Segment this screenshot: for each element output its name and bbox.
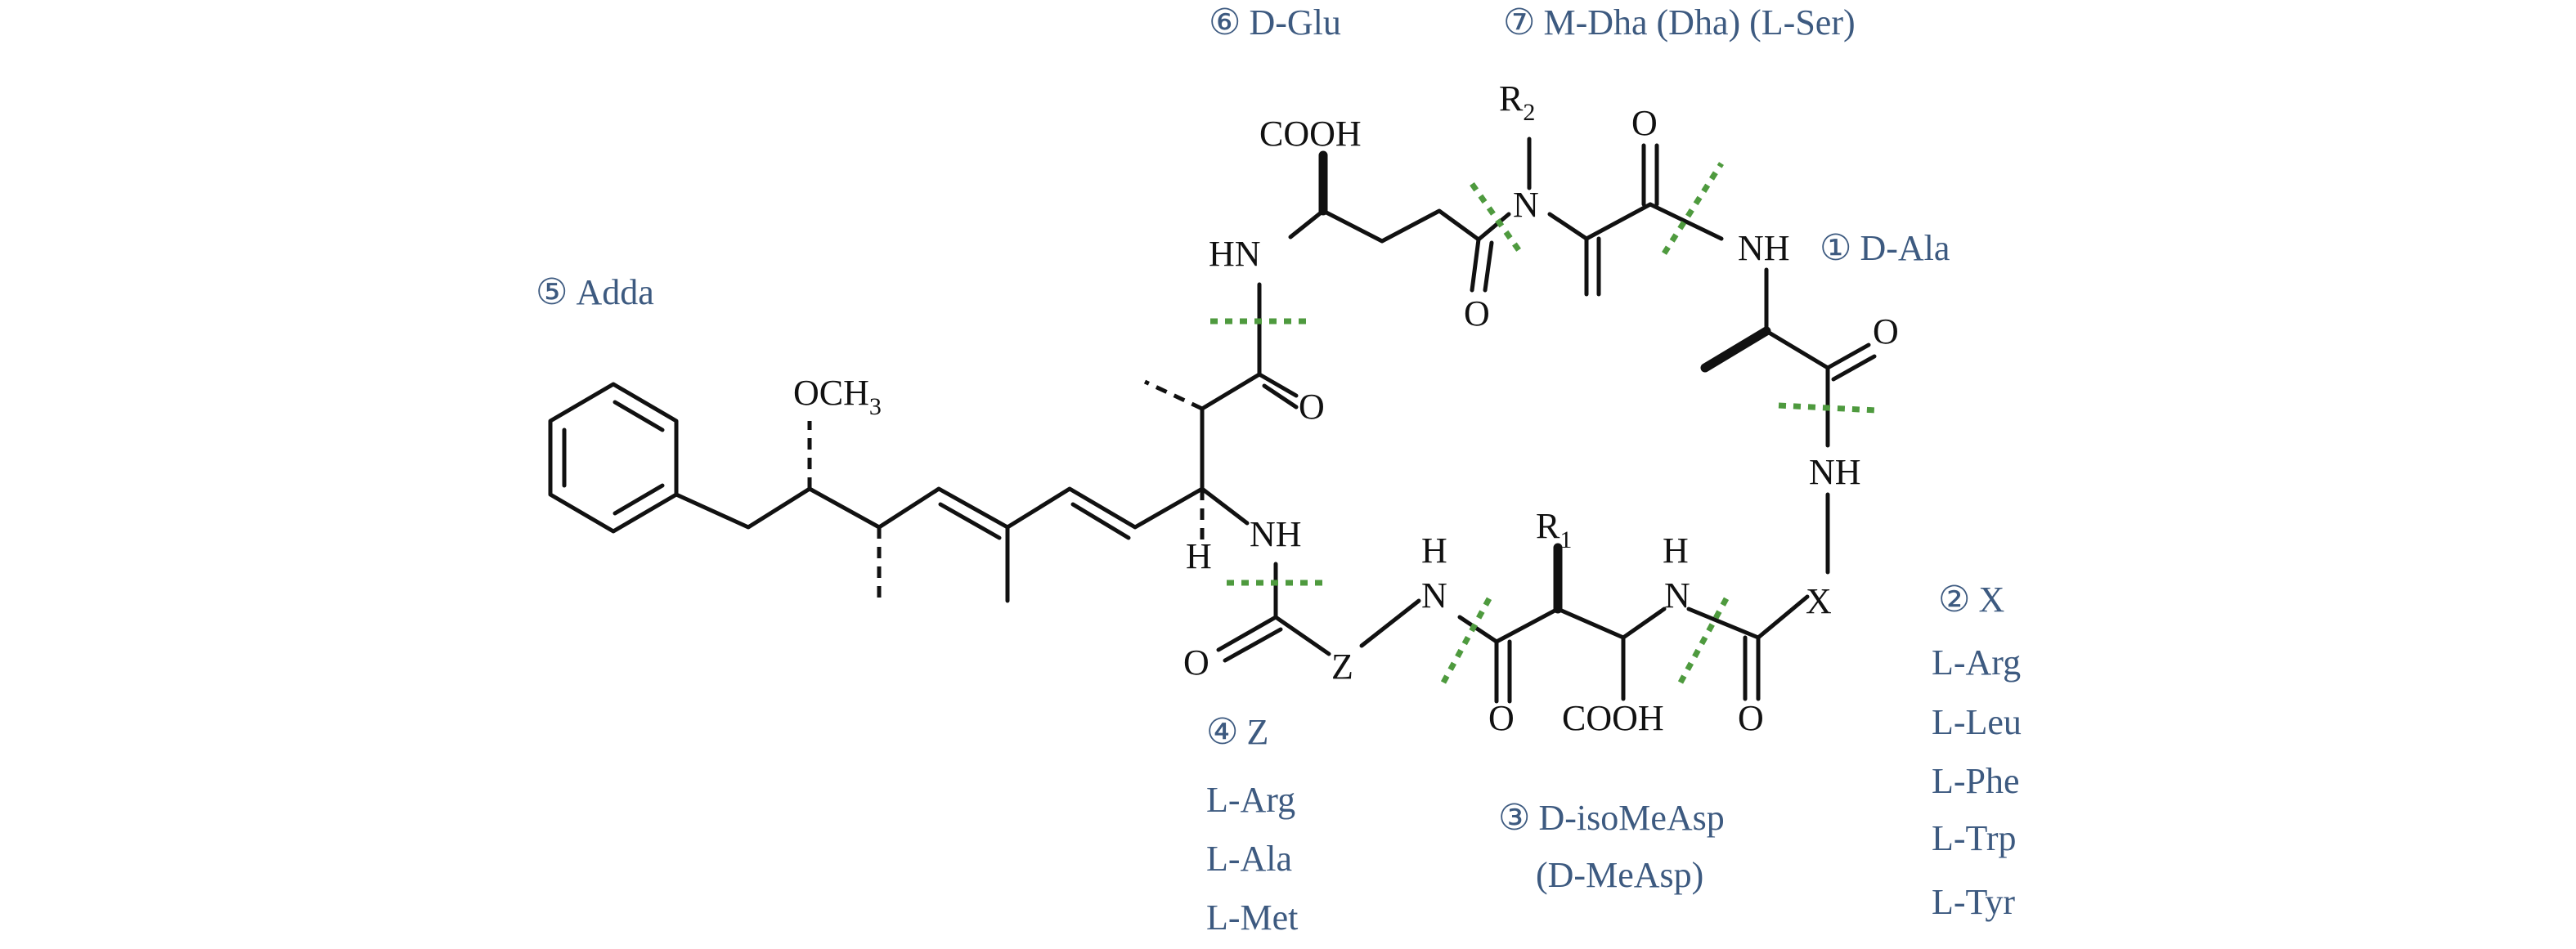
ala-c-o-2 [1831, 354, 1877, 382]
atom-cooh-glu: COOH [1259, 114, 1362, 154]
adda-c2-carbonyl [1200, 372, 1262, 411]
benzene-inner-bond-2 [613, 483, 665, 516]
residue-r4-option: L-Ala [1206, 839, 1292, 879]
atom-o-z: O [1183, 642, 1209, 683]
adda-double-bond-1 [938, 502, 1002, 540]
dha-c-nh [1648, 202, 1724, 241]
atom-cooh-measp: COOH [1562, 698, 1664, 738]
atom-nh-ala: NH [1738, 228, 1790, 268]
atom-n-z: N [1421, 575, 1447, 616]
ala-methyl-wedge [1700, 326, 1771, 373]
cleavage-marks [1210, 162, 1878, 684]
cleavage-mark-x-measp [1677, 591, 1733, 684]
dha-ca-c [1584, 202, 1653, 241]
bond-lines [548, 137, 1877, 704]
atom-o-x: O [1738, 698, 1764, 738]
x-c-n [1686, 607, 1761, 640]
glu-co-double-2 [1483, 240, 1494, 293]
atom-n-measp: N [1664, 575, 1690, 616]
dha-n-ca [1547, 212, 1589, 241]
atom-och3: OCH3 [793, 373, 882, 420]
atom-nh-x: NH [1809, 452, 1861, 492]
z-z-c [1273, 615, 1331, 656]
atom-hn-glu: HN [1209, 234, 1261, 274]
adda-nh-bond [1200, 486, 1250, 526]
residue-r4-option: L-Arg [1206, 780, 1295, 820]
atom-nh-adda: NH [1250, 514, 1302, 554]
z-c-o-1 [1216, 615, 1278, 652]
glu-hn-ca [1288, 208, 1326, 239]
residue-r2-option: L-Tyr [1932, 882, 2015, 922]
adda-c-o-double-2 [1262, 383, 1299, 410]
atom-r1: R1 [1536, 506, 1572, 553]
measp-c-n [1457, 615, 1499, 644]
cleavage-mark-measp-z [1440, 591, 1496, 684]
benzene-inner-bond-1 [613, 400, 665, 432]
adda-double-bond-2 [1070, 502, 1131, 540]
measp-n-cb [1621, 607, 1667, 640]
atom-h-adda: H [1186, 536, 1212, 576]
adda-chain [674, 486, 1205, 530]
atom-h-measp: H [1663, 530, 1689, 571]
glu-c-n-bond [1476, 212, 1511, 242]
glu-side-chain [1321, 208, 1481, 244]
atom-h-z: H [1421, 530, 1447, 571]
residue-r2-option: L-Leu [1932, 702, 2022, 742]
ala-ca-c [1764, 329, 1830, 370]
atom-o-dha: O [1631, 103, 1658, 143]
residue-r3-alt: (D-MeAsp) [1536, 855, 1703, 895]
ala-c-o-1 [1825, 342, 1871, 370]
benzene-ring [548, 382, 679, 534]
residue-r2-option: L-Arg [1932, 642, 2021, 683]
atom-r2: R2 [1499, 78, 1535, 126]
atom-labels: COOH R2 O HN N NH O O OCH3 O NH R1 H H H… [793, 78, 1899, 738]
measp-cb-ca [1555, 607, 1626, 640]
atom-x: X [1806, 581, 1832, 621]
cleavage-mark-dha-ala [1662, 162, 1724, 255]
atom-o-measp: O [1488, 698, 1515, 738]
residue-r2-option: L-Phe [1932, 761, 2020, 801]
residue-r2-option: L-Trp [1932, 818, 2017, 858]
measp-ca-c [1494, 607, 1560, 644]
z-n-z [1359, 598, 1421, 648]
atom-o-adda: O [1299, 387, 1325, 427]
atom-n-dha: N [1513, 185, 1539, 225]
atom-o-ala: O [1873, 311, 1899, 351]
cleavage-mark-ala-x [1778, 402, 1878, 414]
glu-co-double-1 [1470, 237, 1481, 293]
atom-o-glu: O [1464, 293, 1490, 333]
x-c-x [1756, 594, 1810, 640]
residue-r4-option: L-Met [1206, 898, 1298, 938]
z-c-o-2 [1223, 627, 1283, 663]
adda-c-o-double-1 [1257, 372, 1299, 398]
adda-c2-methyl-dashed [1143, 379, 1204, 411]
atom-z: Z [1331, 647, 1353, 687]
